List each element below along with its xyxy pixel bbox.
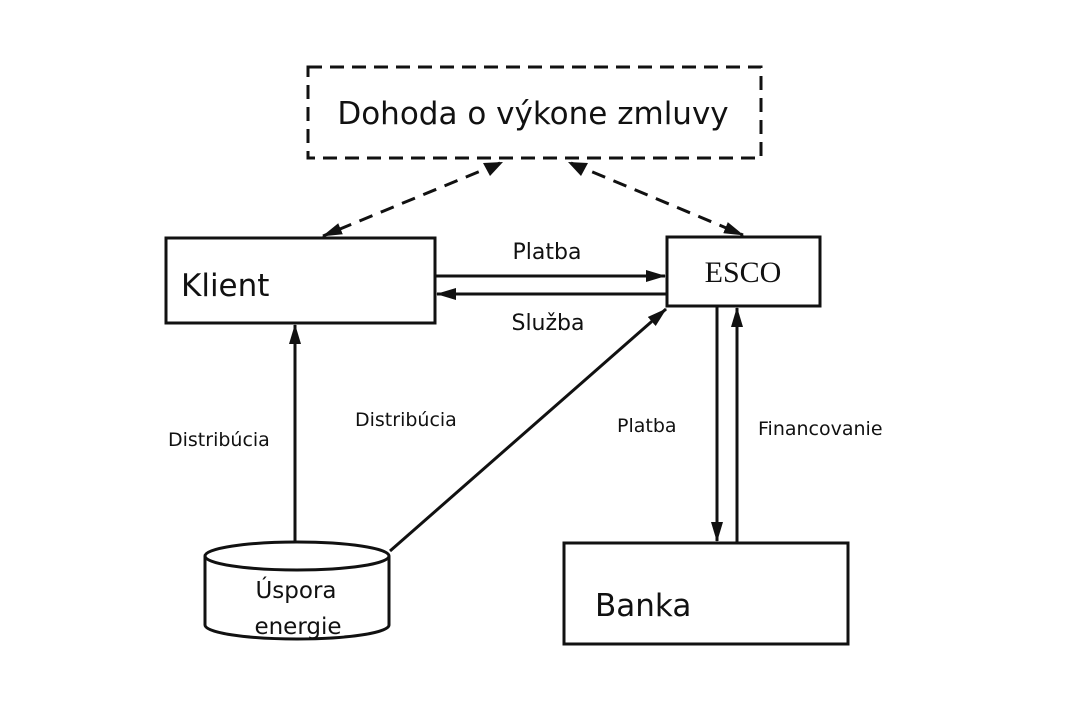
energy-saving-label-line1: Úspora [255, 576, 336, 604]
client-node: Klient [164, 236, 437, 325]
cylinder-body [203, 556, 391, 641]
agreement-label: Dohoda o výkone zmluvy [337, 96, 728, 132]
agreement-box [306, 65, 763, 160]
agreement-client-dashed-arrow [322, 161, 501, 238]
agreement-esco-dashed-arrow [570, 161, 744, 237]
bank-node: Banka [562, 541, 850, 646]
esco-to-client-label: Služba [511, 311, 584, 336]
client-to-esco-label: Platba [513, 240, 582, 265]
bank-label: Banka [595, 588, 691, 624]
bank-box [562, 541, 850, 646]
saving-to-client-label: Distribúcia [168, 429, 270, 451]
esco-to-bank-label: Platba [617, 415, 677, 437]
saving-to-esco-arrow [389, 307, 667, 553]
client-label: Klient [181, 268, 269, 304]
client-box [164, 236, 437, 325]
energy-saving-node: Úspora energie [203, 540, 391, 641]
saving-to-esco-label: Distribúcia [355, 409, 457, 431]
esco-node: ESCO [665, 235, 822, 308]
energy-saving-label-line2: energie [254, 614, 341, 640]
cylinder-top [203, 540, 391, 572]
esco-label: ESCO [705, 256, 782, 289]
esco-box [665, 235, 822, 308]
agreement-esco-arrowhead-top [568, 162, 588, 176]
bank-to-esco-label: Financovanie [758, 418, 883, 440]
agreement-node: Dohoda o výkone zmluvy [306, 65, 763, 160]
agreement-client-arrowhead-top [483, 162, 503, 176]
